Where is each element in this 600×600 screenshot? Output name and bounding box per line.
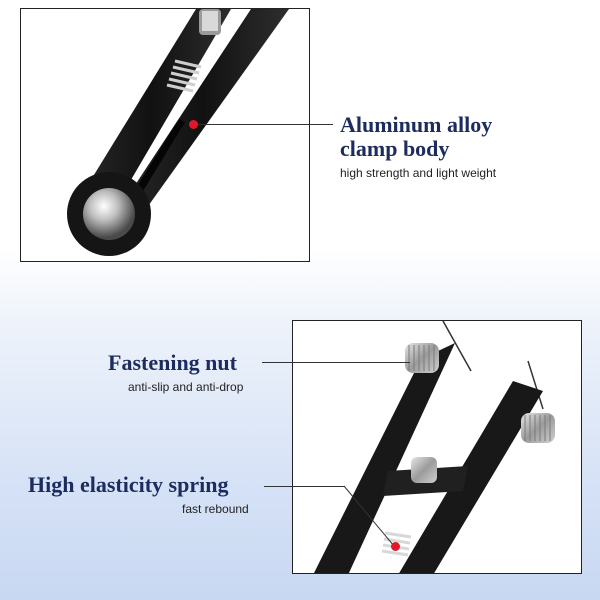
tweezer-closeup-icon	[314, 321, 555, 573]
clamp-body-leader-line	[198, 124, 333, 125]
clamp-body-marker	[189, 120, 198, 129]
clamp-body-title-line1: Aluminum alloy	[340, 112, 493, 137]
spring-leader-line	[264, 486, 344, 487]
clamp-body-title-line2: clamp body	[340, 136, 450, 161]
spring-leader-diagonal	[343, 485, 395, 547]
spring-title: High elasticity spring	[28, 472, 229, 497]
spring-subtitle: fast rebound	[182, 502, 249, 516]
clamp-body-subtitle: high strength and light weight	[340, 166, 497, 180]
fastening-nut-leader-line	[262, 362, 410, 363]
fastening-nut-subtitle: anti-slip and anti-drop	[128, 380, 244, 394]
product-photo-bottom	[292, 320, 582, 574]
fastening-nut-title: Fastening nut	[108, 350, 237, 375]
product-photo-top	[20, 8, 310, 262]
spring-marker	[391, 542, 400, 551]
tweezer-clamp-body-icon	[67, 9, 289, 256]
